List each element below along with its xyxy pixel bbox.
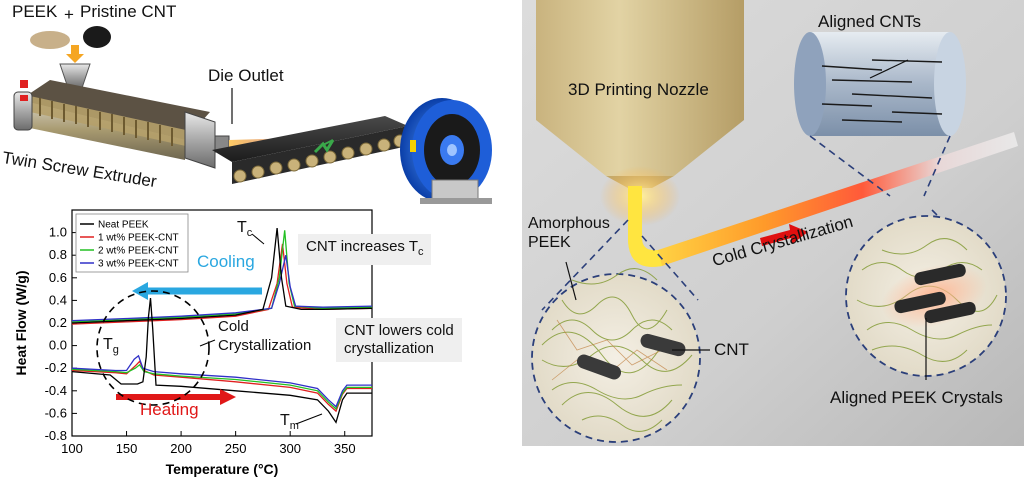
printed-filament-icon: [628, 132, 1018, 267]
conveyor-belt-icon: [212, 116, 408, 184]
legend-box: [75, 213, 189, 273]
cooling-label: Cooling: [197, 252, 255, 271]
cnt-increases-tc-note: CNT increases Tc: [298, 234, 432, 265]
printing-illustration: 3D Printing Nozzle Aligned CNTs Amorphou…: [522, 0, 1024, 446]
y-tick-label: -0.8: [45, 428, 67, 443]
dsc-chart-svg: 100 150 200 250 300 350 -0.8 -0.6 -0.4 -0.2 0.0 0.2…: [13, 209, 373, 477]
extrusion-drawing: [13, 26, 492, 204]
nozzle-label: 3D Printing Nozzle: [568, 80, 709, 99]
cnt-powder-icon: [83, 26, 111, 48]
x-tick-label: 300: [279, 441, 301, 456]
series-line-heating: [71, 298, 372, 424]
amorphous-peek-label: Amorphous PEEK: [528, 215, 610, 251]
y-tick-label: -0.4: [45, 383, 67, 398]
plus-sign: +: [64, 5, 74, 24]
cold-label: Cold: [218, 318, 249, 335]
x-tick-label: 350: [334, 441, 356, 456]
cnt-lowers-cold-crystallization-note: CNT lowers cold crystallization: [336, 318, 462, 362]
tm-leader: [295, 413, 323, 425]
y-tick-label: -0.2: [45, 360, 67, 375]
pristine-cnt-label: Pristine CNT: [80, 2, 177, 21]
y-tick-label: 0.6: [49, 270, 67, 285]
printing-direction-arrow-icon: [760, 224, 808, 246]
twin-screw-extruder-icon: [13, 80, 230, 169]
aligned-peek-crystals-label: Aligned PEEK Crystals: [830, 388, 1003, 407]
series-line-heating: [71, 363, 372, 410]
cnt-label: CNT: [714, 340, 749, 359]
dsc-chart: 100 150 200 250 300 350 -0.8 -0.6 -0.4 -0.2 0.0 0.2…: [0, 200, 520, 478]
heating-arrowhead: [220, 389, 236, 405]
aligned-cnts-cylinder-icon: [794, 32, 966, 136]
aligned-cnts-label: Aligned CNTs: [818, 12, 921, 31]
tm-label: Tm: [280, 412, 299, 433]
x-axis-label: Temperature (°C): [166, 461, 279, 477]
peek-pellets-icon: [30, 31, 70, 49]
filament-spool-icon: [400, 98, 492, 204]
y-tick-label: -0.6: [45, 405, 67, 420]
aligned-peek-crystals-magnified-view-icon: [845, 215, 1007, 377]
y-axis-label: Heat Flow (W/g): [13, 271, 29, 376]
feed-arrow-icon: [66, 45, 84, 63]
y-tick-label: 0.8: [49, 247, 67, 262]
crystallization-label: Crystallization: [218, 337, 312, 354]
y-tick-label: 0.4: [49, 292, 67, 307]
series-line-heating: [71, 354, 372, 408]
cooling-arrowhead: [132, 282, 148, 300]
y-tick-label: 0.0: [49, 338, 67, 353]
legend-entry: 2 wt% PEEK-CNT: [98, 246, 179, 257]
series-line-cooling: [71, 228, 373, 324]
x-tick-label: 250: [225, 441, 247, 456]
die-outlet-label: Die Outlet: [208, 66, 284, 85]
tc-label: Tc: [237, 219, 253, 240]
x-tick-label: 200: [170, 441, 192, 456]
cold-crystallization-leader: [199, 339, 216, 347]
series-line-cooling: [71, 243, 373, 325]
tg-label: Tg: [103, 336, 119, 357]
legend-entry: 3 wt% PEEK-CNT: [98, 259, 179, 270]
legend-entry: Neat PEEK: [98, 220, 149, 231]
heating-label: Heating: [140, 400, 199, 419]
legend-entry: 1 wt% PEEK-CNT: [98, 233, 179, 244]
y-tick-label: 1.0: [49, 225, 67, 240]
cold-crystallization-circle: [96, 290, 210, 406]
x-tick-label: 150: [116, 441, 138, 456]
y-tick-label: 0.2: [49, 315, 67, 330]
series-line-cooling: [71, 255, 373, 322]
die-outlet-leader-line: [231, 88, 233, 124]
x-tick-label: 100: [61, 441, 83, 456]
tc-leader: [251, 233, 265, 245]
printing-drawing: [522, 0, 1024, 446]
extrusion-process-illustration: PEEK + Pristine CNT Die Outlet Twin Scre…: [0, 0, 520, 210]
peek-label: PEEK: [12, 2, 58, 21]
